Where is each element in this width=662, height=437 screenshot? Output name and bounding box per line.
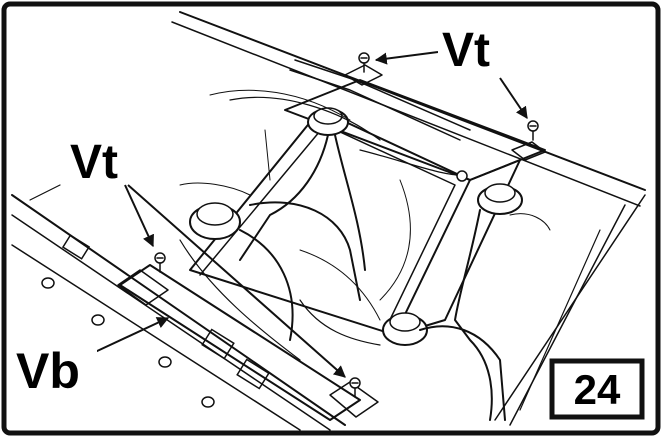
screw-icon-rear (358, 52, 370, 73)
control-panel-holes (41, 234, 270, 408)
label-vb: Vb (16, 343, 80, 399)
rear-bracket-bar (284, 79, 546, 181)
arrow-vt-to-left-screw (124, 184, 154, 248)
burner-frame-inner (199, 124, 456, 331)
front-rail-end (29, 184, 61, 201)
label-bg-vt-top (438, 22, 498, 72)
hob-back-edge-inner (171, 21, 641, 207)
front-rail-1 (11, 194, 346, 426)
tab-front-left (117, 269, 169, 306)
burner-front (382, 312, 428, 346)
burner-rear (307, 107, 349, 136)
figure-number: 24 (574, 366, 621, 413)
tab-right (511, 141, 546, 161)
rear-slot-strip (289, 69, 461, 141)
screw-icon-right (527, 120, 539, 141)
hob-right-edge (494, 194, 646, 421)
wiring (179, 89, 551, 321)
label-bg-vb (12, 340, 97, 396)
burner-right (477, 183, 523, 215)
tab-rear (344, 64, 383, 86)
burner-left (189, 202, 241, 240)
arrow-vt-to-front-screw (127, 184, 346, 378)
gas-pipes (179, 96, 506, 421)
tab-front-right (329, 381, 379, 418)
screw-icon-left (154, 252, 166, 273)
rear-slot-strip-2 (294, 59, 471, 131)
screw-icon-front (349, 377, 361, 398)
arrow-vt-to-rear-screw (374, 51, 439, 65)
hob-right-edge-2 (519, 229, 601, 411)
label-vt-top-right: Vt (442, 24, 490, 77)
front-rail-3 (11, 244, 301, 431)
front-rail-2 (11, 214, 331, 431)
callout-arrows (94, 51, 528, 378)
label-vt-left: Vt (70, 136, 118, 189)
figure-number-badge (549, 358, 645, 420)
front-bracket-bar (119, 264, 361, 421)
arrow-vb-to-bracket (94, 317, 170, 353)
arrow-vt-to-right-screw (499, 77, 528, 119)
cooktop-drawing (11, 11, 646, 431)
hob-back-edge (179, 11, 646, 191)
label-bg-vt-left (66, 134, 126, 184)
